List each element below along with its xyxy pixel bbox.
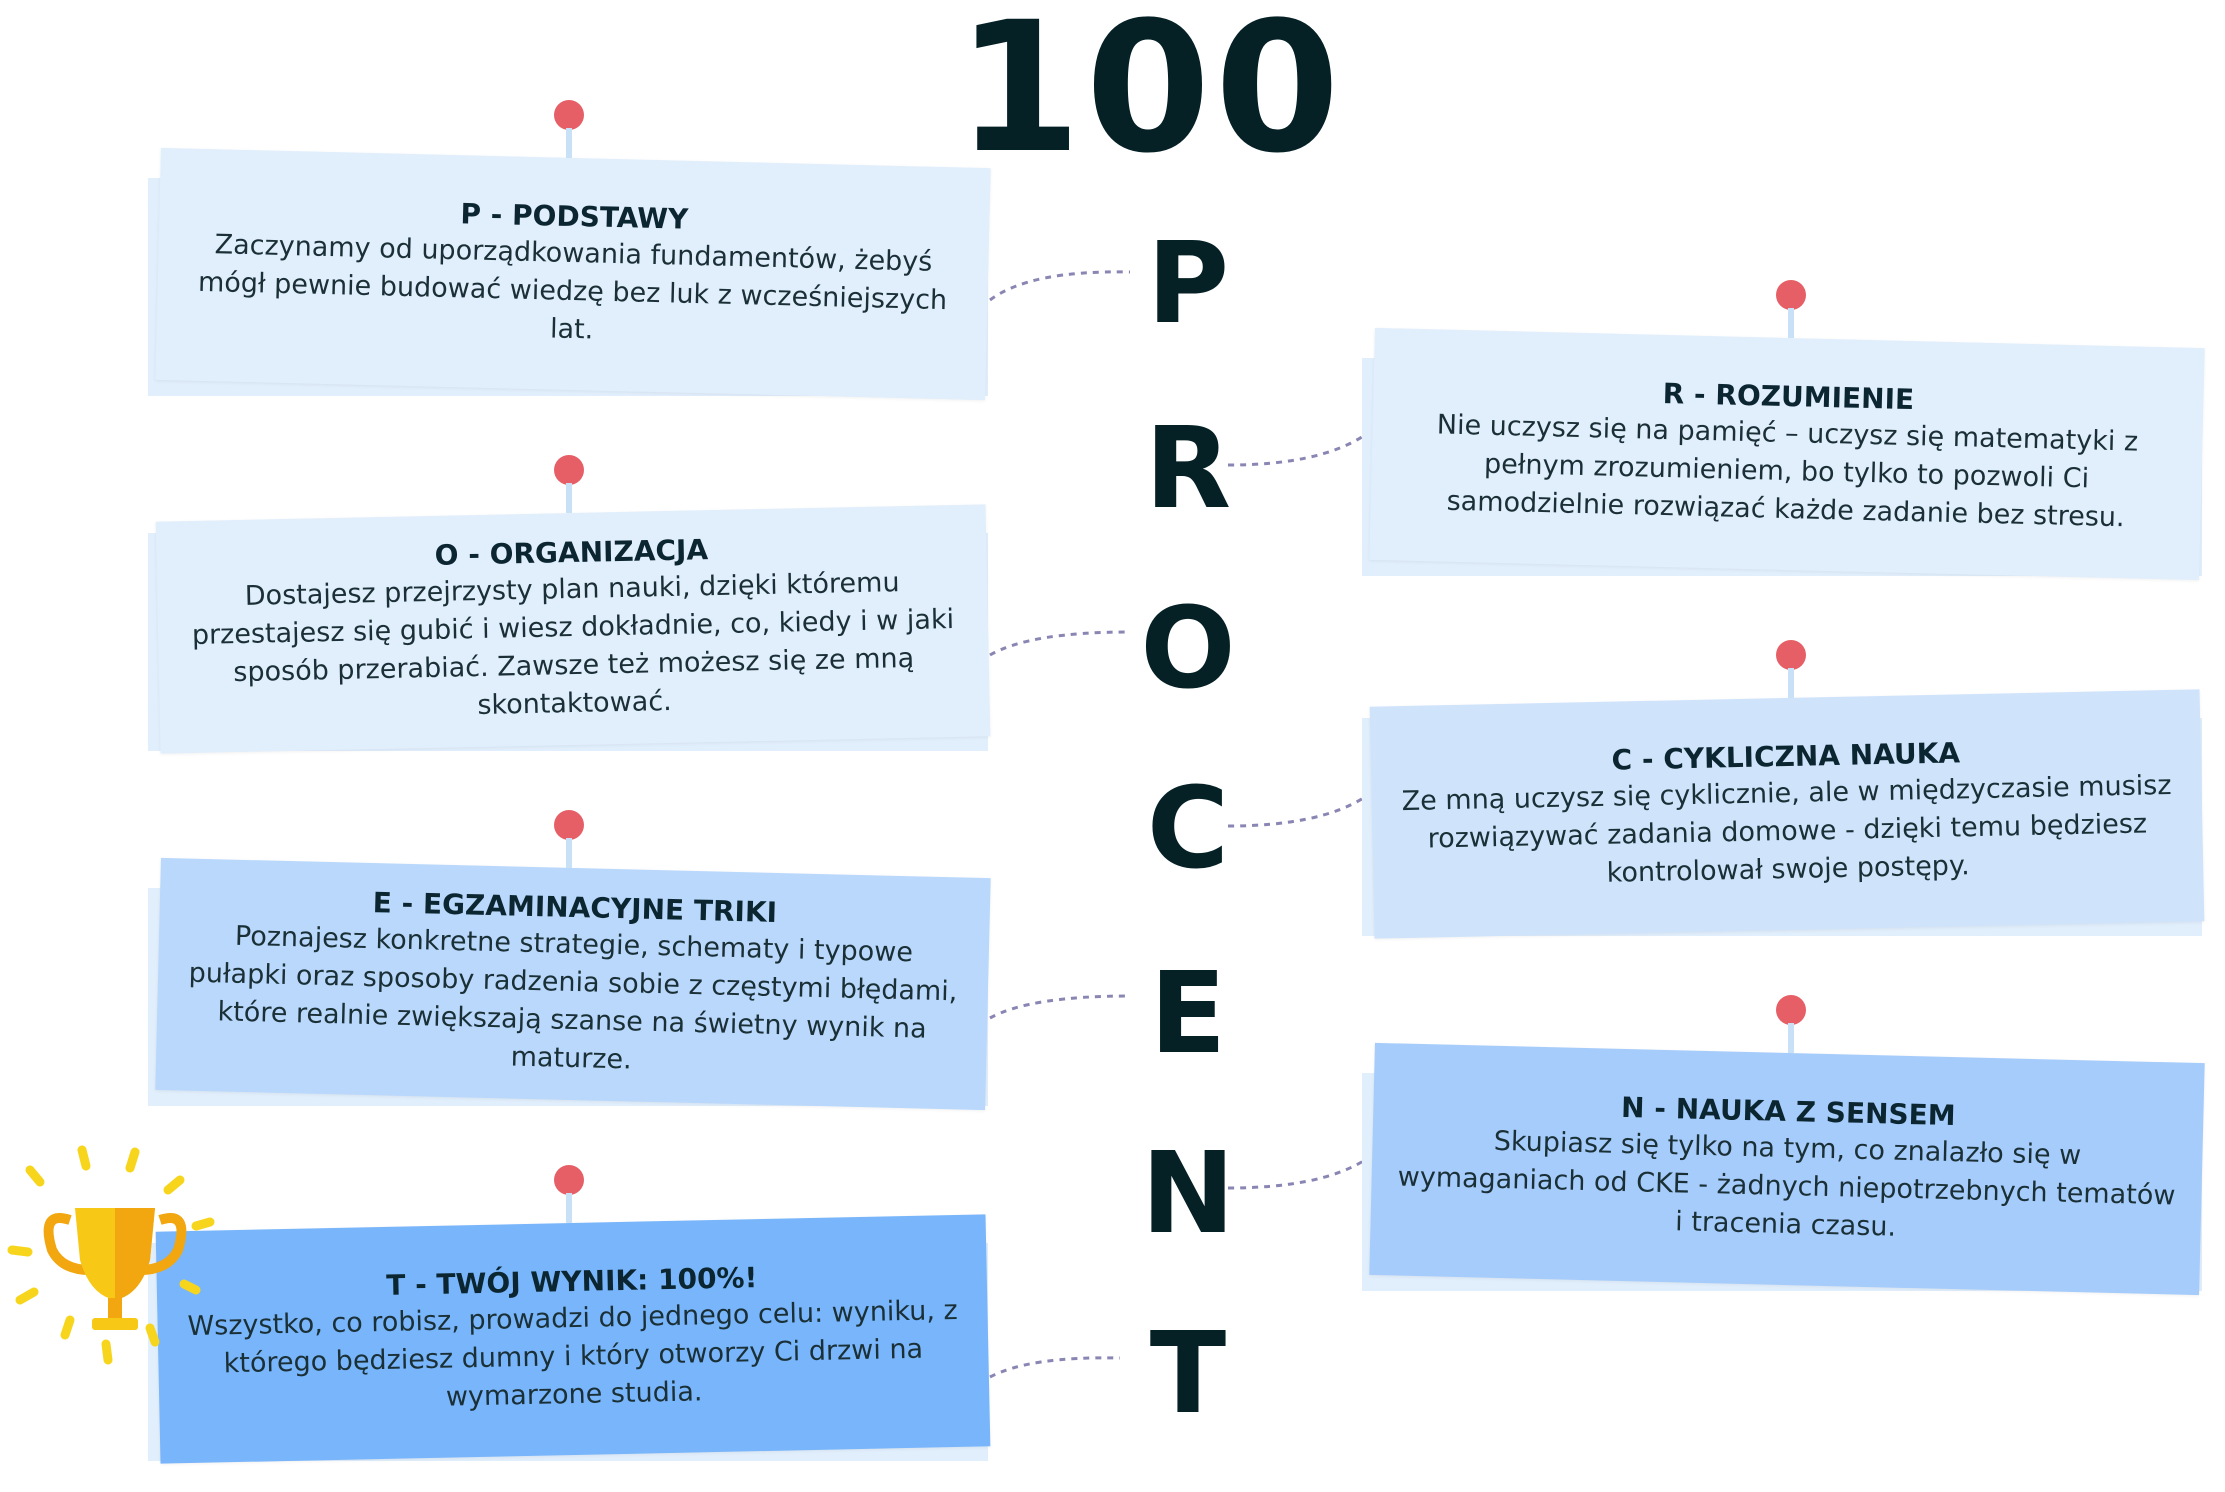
card-body: Ze mną uczysz się cyklicznie, ale w międ…	[1401, 769, 2172, 889]
card-front: T - TWÓJ WYNIK: 100%! Wszystko, co robis…	[155, 1214, 991, 1464]
card-body: Poznajesz konkretne strategie, schematy …	[188, 920, 958, 1075]
pin-icon	[554, 810, 584, 880]
letter-o: O	[1140, 584, 1236, 714]
pin-icon	[554, 100, 584, 170]
card-front: R - ROZUMIENIE Nie uczysz się na pamięć …	[1369, 327, 2205, 581]
letter-r: R	[1144, 404, 1232, 534]
connector-t	[989, 1356, 1121, 1379]
pin-icon	[1776, 640, 1806, 710]
card-body: Dostajesz przejrzysty plan nauki, dzięki…	[191, 566, 955, 721]
card-front: C - CYKLICZNA NAUKA Ze mną uczysz się cy…	[1369, 689, 2205, 939]
connector-r	[1227, 433, 1366, 467]
pin-icon	[554, 455, 584, 525]
letter-n: N	[1141, 1129, 1235, 1259]
connector-n	[1227, 1158, 1366, 1190]
connector-e	[989, 994, 1131, 1020]
trophy-icon	[7, 1145, 215, 1365]
pin-icon	[1776, 995, 1806, 1065]
card-body: Zaczynamy od uporządkowania fundamentów,…	[197, 228, 948, 346]
card-heading: N - NAUKA Z SENSEM	[1620, 1090, 1957, 1132]
letter-p: P	[1146, 219, 1230, 349]
card-body: Wszystko, co robisz, prowadzi do jednego…	[187, 1294, 958, 1413]
card-body: Skupiasz się tylko na tym, co znalazło s…	[1397, 1125, 2176, 1243]
card-heading: R - ROZUMIENIE	[1662, 376, 1915, 416]
card-front: N - NAUKA Z SENSEM Skupiasz się tylko na…	[1369, 1042, 2205, 1296]
letter-c: C	[1146, 764, 1230, 894]
connector-c	[1227, 795, 1366, 828]
connector-p	[989, 270, 1131, 302]
letter-t: T	[1149, 1309, 1227, 1439]
connector-o	[989, 630, 1131, 657]
card-heading: O - ORGANIZACJA	[434, 532, 709, 572]
letter-e: E	[1149, 949, 1227, 1079]
card-front: E - EGZAMINACYJNE TRIKI Poznajesz konkre…	[155, 857, 991, 1111]
title-100: 100	[956, 0, 1344, 193]
card-body: Nie uczysz się na pamięć – uczysz się ma…	[1436, 408, 2139, 533]
card-heading: T - TWÓJ WYNIK: 100%!	[385, 1260, 758, 1302]
pin-icon	[1776, 280, 1806, 350]
pin-icon	[554, 1165, 584, 1235]
card-heading: C - CYKLICZNA NAUKA	[1611, 735, 1961, 777]
card-heading: P - PODSTAWY	[460, 196, 689, 236]
card-front: P - PODSTAWY Zaczynamy od uporządkowania…	[155, 147, 991, 401]
card-front: O - ORGANIZACJA Dostajesz przejrzysty pl…	[155, 504, 991, 754]
